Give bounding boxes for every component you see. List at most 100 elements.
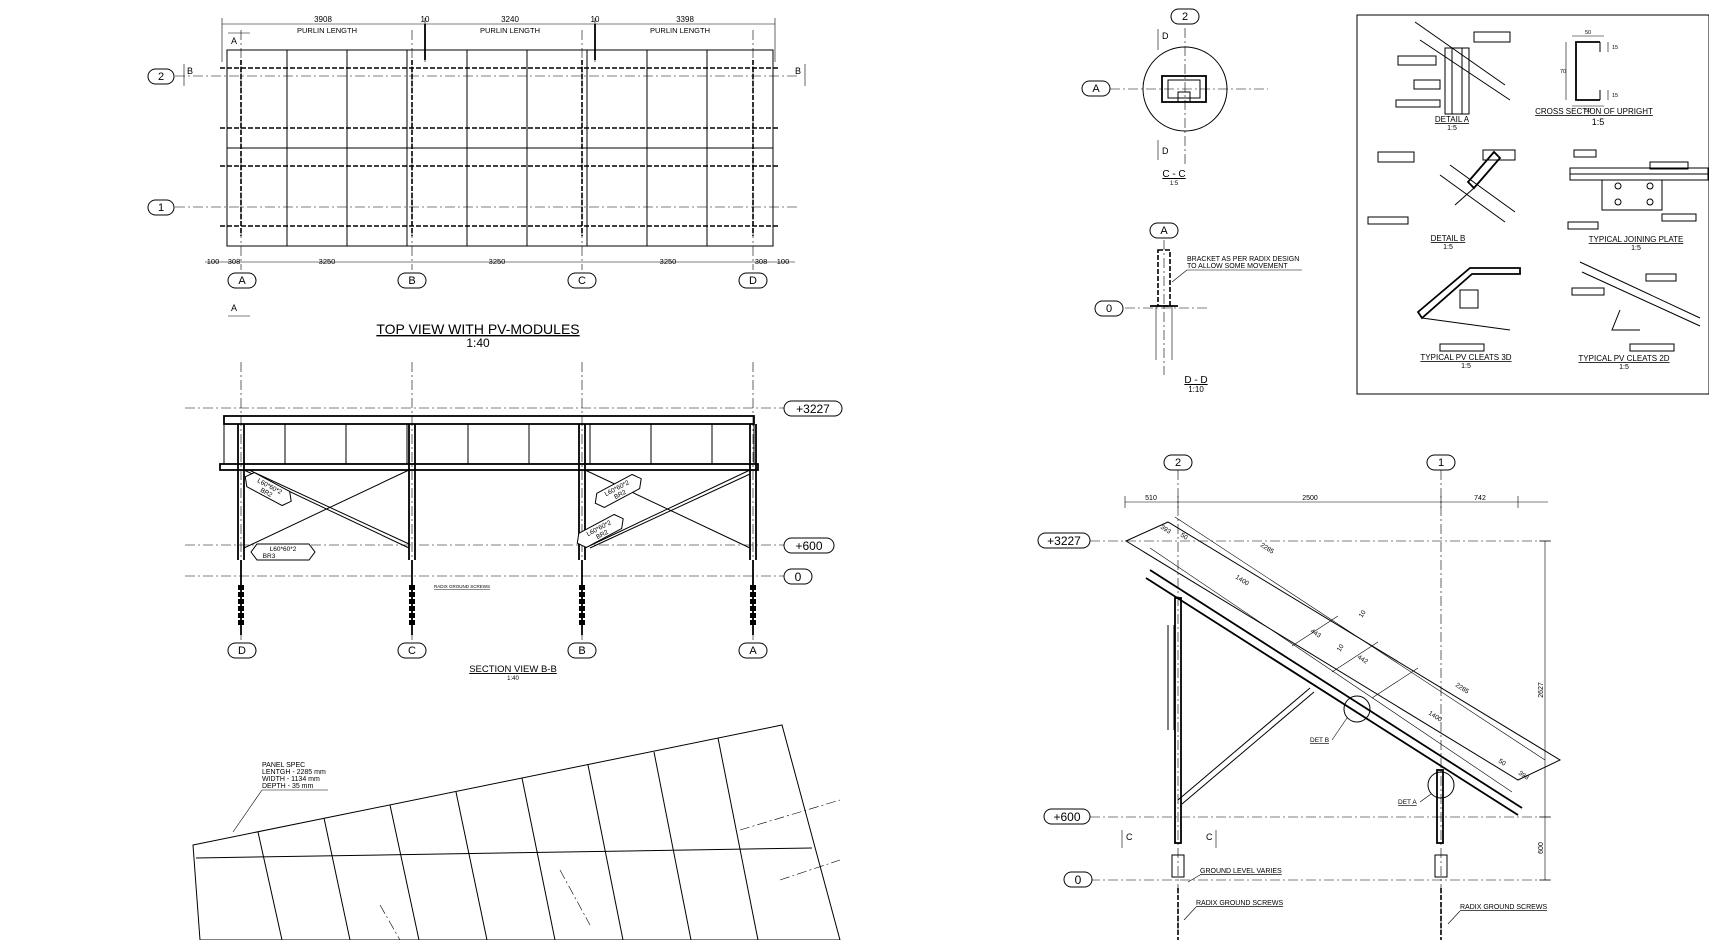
typical-joining-plate: TYPICAL JOINING PLATE 1:5 (1567, 149, 1709, 252)
grid-bb-c-label: C (408, 645, 416, 657)
svg-text:L60*60*2: L60*60*2 (270, 546, 297, 553)
dim-top-1: 3908 (314, 15, 332, 24)
section-cc-mark-bottom: D (1162, 146, 1169, 156)
grid-bubble-row-1 (147, 199, 175, 216)
typical-pv-cleats-3d: TYPICAL PV CLEATS 3D 1:5 (1416, 267, 1521, 370)
cleats-3d-title: TYPICAL PV CLEATS 3D (1420, 353, 1511, 362)
side-elevation: 2 1 510 2500 742 DET B (1037, 454, 1562, 940)
dim-top-2: 10 (421, 15, 430, 24)
cross-section-title: CROSS SECTION OF UPRIGHT (1535, 107, 1653, 116)
section-cc: 2 A D D C - C 1:5 (1081, 8, 1268, 187)
side-dim-top-3: 742 (1474, 495, 1486, 502)
grid-bubble-bb-d (227, 642, 257, 659)
top-view-scale: 1:40 (466, 336, 490, 350)
detail-b-scale: 1:5 (1443, 244, 1453, 251)
section-mark-b-left: B (187, 66, 193, 76)
panel-spec-line-2: LENTGH - 2285 mm (262, 769, 326, 776)
slope-dim-2: 50 (1179, 532, 1189, 542)
side-level-600-label: +600 (1053, 810, 1080, 824)
det-a-label: DET A (1398, 799, 1417, 806)
det-b-label: DET B (1310, 737, 1329, 744)
detail-b-title: DETAIL B (1431, 234, 1466, 243)
grid-bubble-col-a (227, 272, 257, 289)
section-cc-title: C - C (1162, 169, 1185, 180)
top-view: 3908 10 3240 10 3398 PURLIN LENGTH PURLI… (147, 15, 806, 350)
grid-col-a-label: A (238, 275, 246, 287)
slope-dim-9: 2285 (1454, 682, 1470, 696)
typical-pv-cleats-2d: TYPICAL PV CLEATS 2D 1:5 (1571, 261, 1701, 371)
slope-dim-6: 443 (1309, 628, 1322, 640)
grid-col-d-label: D (749, 275, 757, 287)
grid-bubble-cc-a (1081, 80, 1111, 97)
grid-bubble-bb-a (738, 642, 768, 659)
panel-spec-line-3: WIDTH - 1134 mm (262, 776, 320, 783)
section-view-bb: L60*60*2 BR2 L60*60*2 BR2 L60*60*2 BR2 L… (185, 362, 843, 682)
grid-bubble-dd-0 (1094, 300, 1124, 317)
slope-dim-1: 393 (1159, 524, 1172, 536)
brace-tag-1: L60*60*2 BR2 (244, 472, 292, 507)
dim-bottom-3: 3250 (319, 257, 336, 266)
joining-plate-title: TYPICAL JOINING PLATE (1589, 235, 1684, 244)
grid-bubble-col-c (567, 272, 597, 289)
level-tag-3227 (783, 400, 843, 417)
cleats-2d-title: TYPICAL PV CLEATS 2D (1578, 354, 1669, 363)
slope-dim-7: 10 (1336, 643, 1346, 653)
dim-bottom-7: 100 (777, 257, 790, 266)
section-dd-title: D - D (1184, 375, 1207, 386)
dim-bottom-4: 3250 (489, 257, 506, 266)
section-dd: A 0 BRACKET AS PER RADIX DESIGN TO ALLOW… (1094, 222, 1302, 394)
detail-b: DETAIL B 1:5 (1367, 149, 1516, 251)
grid-dd-a-label: A (1160, 225, 1168, 237)
grid-dd-0-label: 0 (1106, 303, 1112, 315)
grid-col-b-label: B (408, 275, 415, 287)
grid-bubble-col-d (738, 272, 768, 289)
det-a-circle (1427, 771, 1455, 799)
grid-bubble-cc-2 (1170, 8, 1200, 25)
purlin-label-3: PURLIN LENGTH (650, 26, 710, 35)
side-level-3227-label: +3227 (1047, 534, 1081, 548)
svg-text:BR3: BR3 (263, 553, 276, 560)
side-level-tag-600 (1043, 808, 1091, 825)
side-section-c-right: C (1206, 832, 1213, 842)
dd-note-line-1: BRACKET AS PER RADIX DESIGN (1187, 256, 1299, 263)
dd-note-line-2: TO ALLOW SOME MOVEMENT (1187, 263, 1288, 270)
brace-tag-4: L60*60*2 BR3 (250, 543, 316, 561)
details-panel: DETAIL A 1:5 50 15 70 15 50 CROSS SECTIO… (1356, 14, 1709, 395)
grid-cc-a-label: A (1092, 83, 1100, 95)
height-dim-2627: 2627 (1538, 682, 1545, 698)
ground-screw-note: RADIX GROUND SCREWS (434, 584, 490, 589)
section-dd-scale: 1:10 (1188, 385, 1204, 394)
grid-col-c-label: C (578, 275, 586, 287)
dim-bottom-5: 3250 (660, 257, 677, 266)
side-level-0-label: 0 (1075, 873, 1082, 887)
slope-dim-4: 1400 (1234, 574, 1250, 588)
upright-dim-4: 15 (1612, 93, 1618, 99)
dim-top-4: 10 (591, 15, 600, 24)
grid-bubble-col-b (397, 272, 427, 289)
section-mark-b-right: B (795, 66, 801, 76)
upright-dim-3: 70 (1560, 69, 1566, 75)
joining-plate-scale: 1:5 (1631, 245, 1641, 252)
height-dim-600: 600 (1538, 842, 1545, 854)
section-mark-a-top: A (231, 36, 237, 46)
dim-top-5: 3398 (676, 15, 694, 24)
side-ground-screw-note-2: RADIX GROUND SCREWS (1460, 904, 1547, 911)
section-bb-scale: 1:40 (507, 676, 519, 682)
grid-bb-a-label: A (749, 645, 757, 657)
grid-side-1-label: 1 (1438, 457, 1444, 469)
level-3227-label: +3227 (796, 402, 830, 416)
dim-bottom-6: 308 (755, 257, 768, 266)
section-cc-mark-top: D (1162, 31, 1169, 41)
grid-bubble-row-2 (147, 68, 175, 85)
level-tag-600 (783, 537, 835, 554)
slope-dim-8: 442 (1356, 654, 1369, 666)
panel-spec-line-1: PANEL SPEC (262, 762, 305, 769)
upright-dim-1: 50 (1585, 30, 1591, 36)
grid-bubble-dd-a (1149, 222, 1179, 239)
side-section-c-left: C (1126, 832, 1133, 842)
side-level-tag-0 (1063, 871, 1093, 888)
side-level-tag-3227 (1037, 532, 1091, 549)
grid-cc-2-label: 2 (1182, 11, 1188, 23)
detail-a: DETAIL A 1:5 (1395, 21, 1511, 132)
